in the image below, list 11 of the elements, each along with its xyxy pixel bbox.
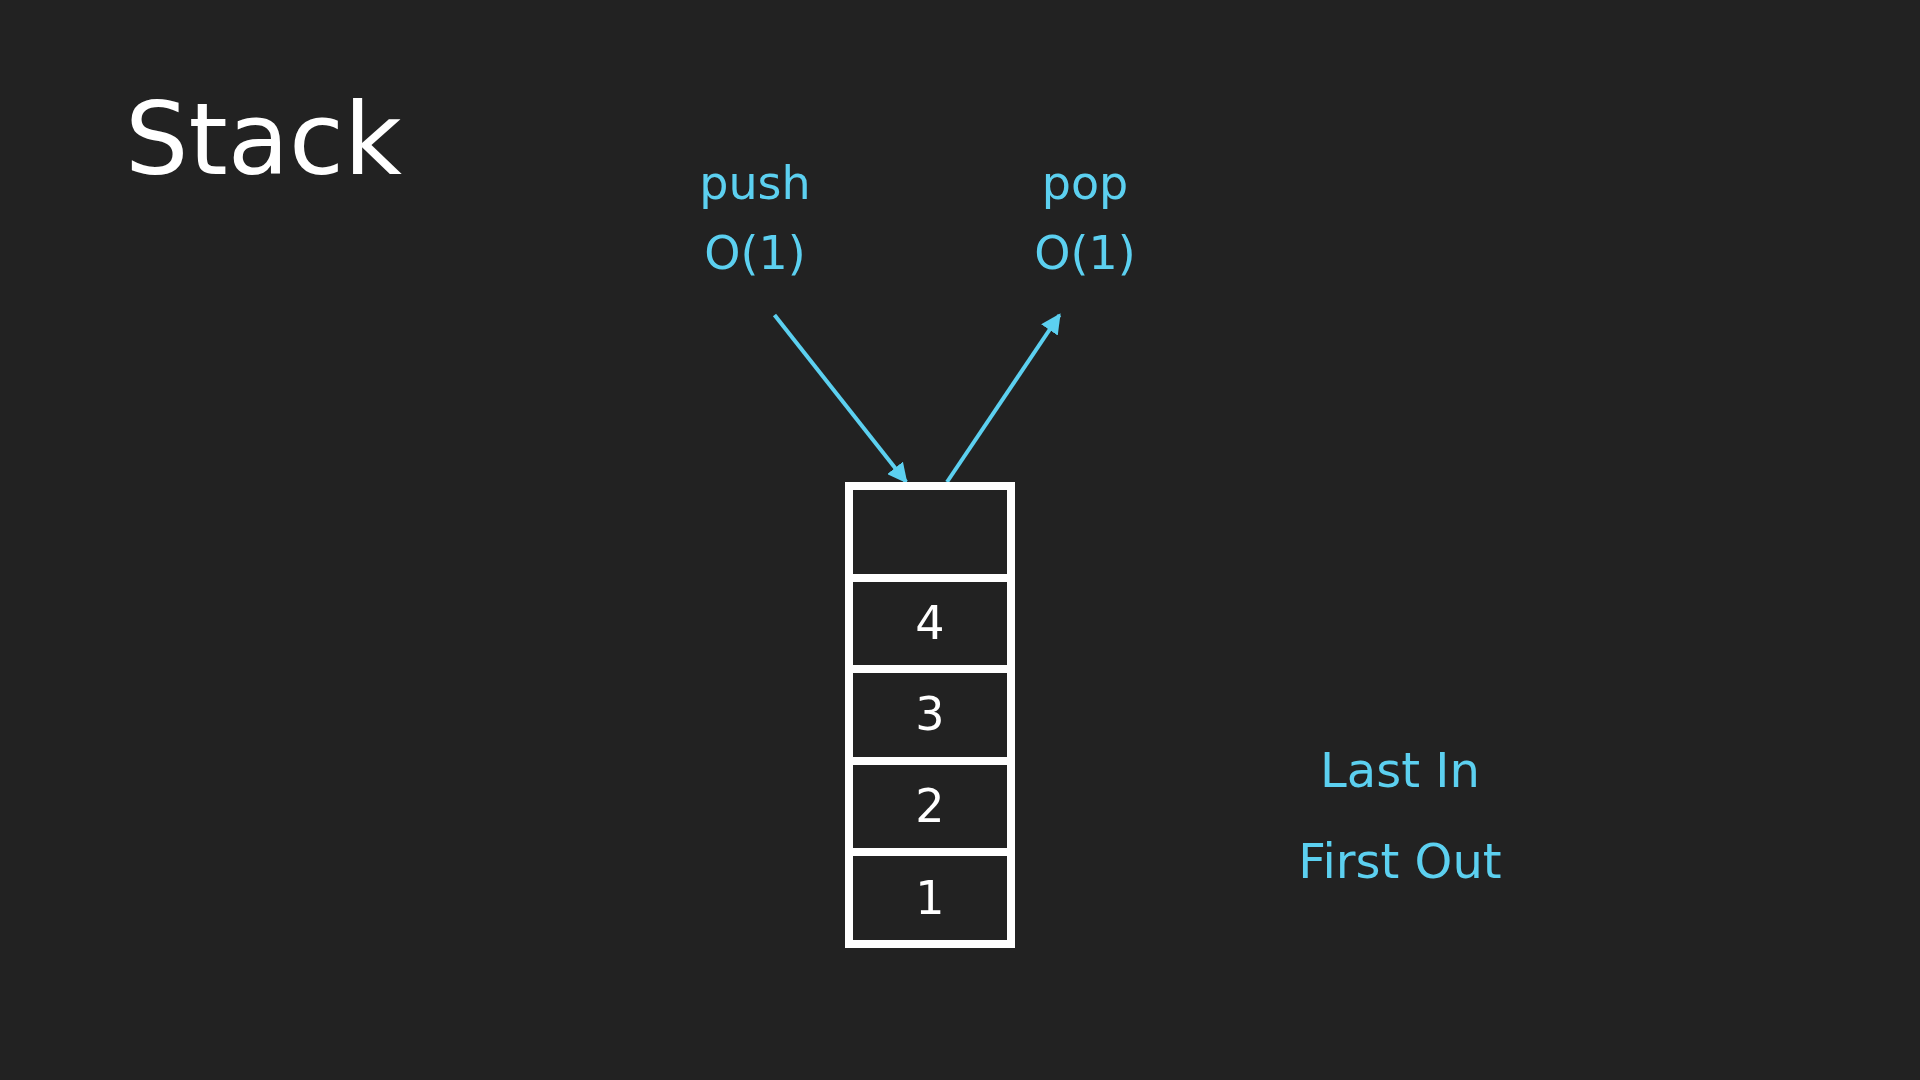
note-text: Last In First Out [1297,741,1503,892]
arrow [945,313,1062,484]
stack-cell: 3 [853,673,1007,765]
arrow [772,313,908,484]
complexity-label: O(1) [704,230,806,276]
stack-container [845,482,1015,948]
complexity-label: O(1) [1034,230,1136,276]
stack-cell: 4 [853,581,1007,674]
stack-cell: 2 [853,764,1007,857]
title: Stack [125,90,402,190]
stack-cell: 1 [853,856,1007,940]
